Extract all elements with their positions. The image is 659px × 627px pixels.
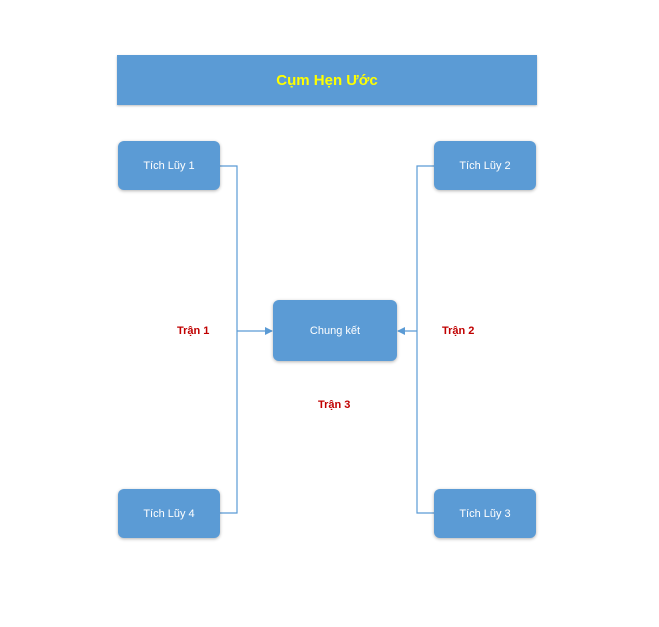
node-label: Chung kết	[309, 324, 361, 337]
node-tich-luy-2: Tích Lũy 2	[434, 141, 536, 190]
node-label: Tích Lũy 3	[459, 507, 511, 520]
node-tich-luy-4: Tích Lũy 4	[118, 489, 220, 538]
match-label-3: Trận 3	[318, 399, 351, 411]
diagram-title: Cụm Hẹn Ước	[276, 71, 378, 89]
node-label: Tích Lũy 1	[143, 159, 195, 172]
connector-tl1	[220, 165, 238, 514]
node-chung-ket: Chung kết	[273, 300, 397, 361]
match-label-2: Trận 2	[442, 325, 475, 337]
node-tich-luy-1: Tích Lũy 1	[118, 141, 220, 190]
title-banner: Cụm Hẹn Ước	[117, 55, 537, 105]
connector-tl2	[416, 165, 434, 514]
match-label-1: Trận 1	[177, 325, 210, 337]
node-label: Tích Lũy 4	[143, 507, 195, 520]
node-label: Tích Lũy 2	[459, 159, 511, 172]
node-tich-luy-3: Tích Lũy 3	[434, 489, 536, 538]
